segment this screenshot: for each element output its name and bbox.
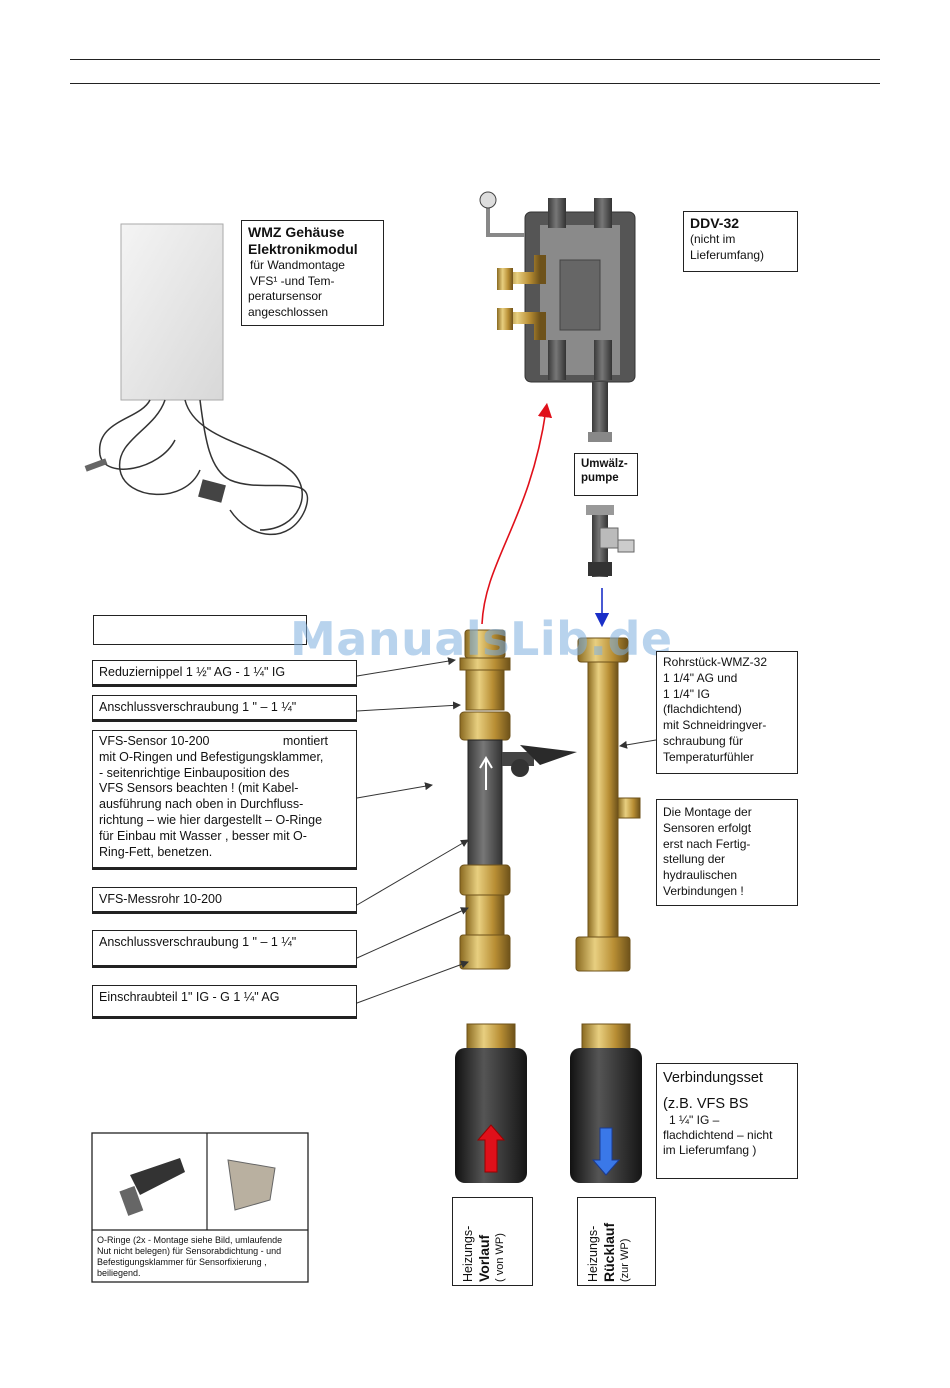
oring-caption-line: Befestigungsklammer für Sensorfixierung … xyxy=(97,1257,267,1267)
rohrstueck-line: schraubung für xyxy=(663,733,744,748)
watermark: ManualsLib.de xyxy=(290,612,673,666)
montage-note: Die Montage der Sensoren erfolgt erst na… xyxy=(656,799,798,906)
leader-lines xyxy=(356,657,657,1004)
ruecklauf-label-box: Heizungs- Rücklauf (zur WP) xyxy=(577,1197,656,1286)
rohrstueck-image xyxy=(575,637,641,972)
label-messrohr: VFS-Messrohr 10-200 xyxy=(92,887,357,914)
wmz-line: peratursensor xyxy=(248,289,323,303)
ddv-line: (nicht im xyxy=(690,232,736,246)
oring-photo-panel xyxy=(91,1132,309,1283)
rohrstueck-line: 1 1/4" IG xyxy=(663,686,710,701)
vorlauf-line3: ( von WP) xyxy=(494,1233,506,1282)
vfs-sensor-title: VFS-Sensor 10-200 xyxy=(99,734,210,748)
montage-line: Die Montage der xyxy=(663,805,752,819)
montage-line: hydraulischen xyxy=(663,868,738,883)
header-rule-top xyxy=(70,59,880,60)
ruecklauf-line1: Heizungs- xyxy=(586,1225,600,1282)
empty-label-box xyxy=(93,615,307,645)
montage-line: erst nach Fertig- xyxy=(663,836,751,851)
vorlauf-line2: Vorlauf xyxy=(476,1234,492,1282)
oring-caption-line: Nut nicht belegen) für Sensorabdichtung … xyxy=(97,1246,282,1256)
wmz-line: VFS¹ -und Tem- xyxy=(250,273,335,288)
verbindungsset-line: flachdichtend – nicht xyxy=(663,1128,773,1142)
wmz-title-line1: WMZ Gehäuse xyxy=(248,224,345,240)
montage-line: Verbindungen ! xyxy=(663,883,744,898)
montage-line: Sensoren erfolgt xyxy=(663,820,752,835)
label-einschraubteil: Einschraubteil 1" IG - G 1 ¼" AG xyxy=(92,985,357,1019)
oring-caption: O-Ringe (2x - Montage siehe Bild, umlauf… xyxy=(97,1235,307,1279)
verbindungsset-line: 1 ¼" IG – xyxy=(669,1113,720,1127)
ddv-title: DDV-32 xyxy=(690,215,740,231)
vfs-assembly-image xyxy=(459,629,577,970)
verbindungsset-line: im Lieferumfang ) xyxy=(663,1143,757,1157)
vfs-sensor-line: - seitenrichtige Einbauposition des xyxy=(99,765,290,780)
ruecklauf-line2: Rücklauf xyxy=(601,1222,617,1282)
label-vfs-sensor: VFS-Sensor 10-200 montiert mit O-Ringen … xyxy=(92,730,357,870)
rohrstueck-line: Temperaturfühler xyxy=(663,749,754,764)
pump-line: Umwälz- xyxy=(581,458,628,470)
label-anschluss-bottom: Anschlussverschraubung 1 " – 1 ¼" xyxy=(92,930,357,968)
wmz-title-line2: Elektronikmodul xyxy=(248,241,358,257)
pump-label: Umwälz- pumpe xyxy=(574,453,638,496)
vfs-sensor-line: mit O-Ringen und Befestigungsklammer, xyxy=(99,749,324,764)
wmz-line: für Wandmontage xyxy=(250,258,345,272)
verbindungsset-label: Verbindungsset (z.B. VFS BS 1 ¼" IG – fl… xyxy=(656,1063,798,1179)
ddv-32-image xyxy=(479,191,636,442)
ddv-32-label: DDV-32 (nicht im Lieferumfang) xyxy=(683,211,798,272)
vfs-sensor-line: für Einbau mit Wasser , besser mit O- xyxy=(99,828,307,843)
pump-fittings-image xyxy=(586,505,635,577)
ruecklauf-hose-image xyxy=(570,1023,642,1183)
verbindungsset-title: Verbindungsset xyxy=(663,1070,763,1086)
vorlauf-line1: Heizungs- xyxy=(461,1225,475,1282)
pump-line: pumpe xyxy=(581,472,619,484)
montage-line: stellung der xyxy=(663,852,726,867)
oring-caption-line: beiliegend. xyxy=(97,1268,141,1278)
rohrstueck-line: 1 1/4" AG und xyxy=(663,670,738,685)
rohrstueck-line: mit Schneidringver- xyxy=(663,718,767,733)
wmz-housing-label: WMZ Gehäuse Elektronikmodul für Wandmont… xyxy=(241,220,384,326)
label-anschluss-top: Anschlussverschraubung 1 " – 1 ¼" xyxy=(92,695,357,722)
wmz-line: angeschlossen xyxy=(248,304,329,319)
rohrstueck-line: (flachdichtend) xyxy=(663,702,742,717)
vorlauf-label-box: Heizungs- Vorlauf ( von WP) xyxy=(452,1197,533,1286)
vfs-sensor-line: richtung – wie hier dargestellt – O-Ring… xyxy=(99,812,323,827)
vorlauf-hose-image xyxy=(455,1023,527,1183)
vfs-sensor-line: ausführung nach oben in Durchfluss- xyxy=(99,797,304,812)
vfs-sensor-line: Ring-Fett, benetzen. xyxy=(99,844,213,859)
vfs-sensor-line: VFS Sensors beachten ! (mit Kabel- xyxy=(99,781,299,796)
oring-caption-line: O-Ringe (2x - Montage siehe Bild, umlauf… xyxy=(97,1235,283,1245)
rohrstueck-line: Rohrstück-WMZ-32 xyxy=(663,655,768,669)
rohrstueck-label: Rohrstück-WMZ-32 1 1/4" AG und 1 1/4" IG… xyxy=(656,651,798,774)
vfs-sensor-mounted: montiert xyxy=(282,734,328,748)
wmz-housing-image xyxy=(84,223,309,536)
label-reduziernippel: Reduziernippel 1 ½" AG - 1 ¼" IG xyxy=(92,660,357,687)
ddv-line: Lieferumfang) xyxy=(690,247,765,262)
header-rule-bottom xyxy=(70,83,880,84)
verbindungsset-sub: (z.B. VFS BS xyxy=(663,1096,749,1112)
red-flow-arrow xyxy=(481,402,553,625)
ruecklauf-line3: (zur WP) xyxy=(619,1238,631,1282)
